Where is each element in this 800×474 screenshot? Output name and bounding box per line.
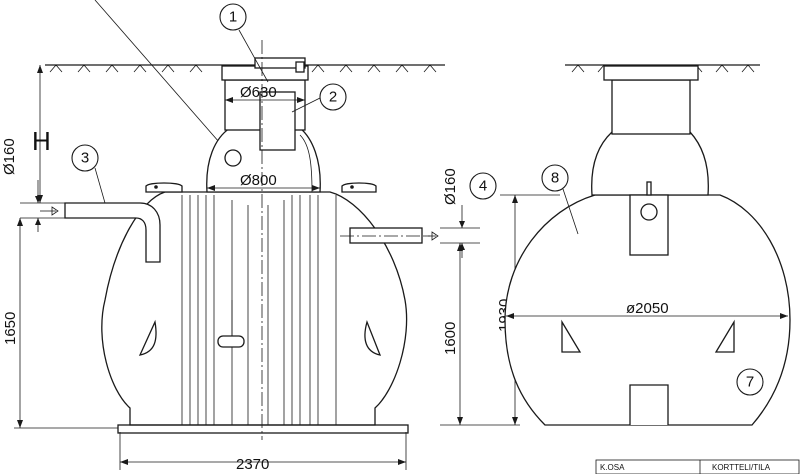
dim-riser-diameter	[225, 97, 305, 103]
title-block	[595, 459, 800, 474]
outlet-height-label: 1600	[442, 322, 459, 355]
dim-height-h	[37, 65, 43, 203]
access-pipe	[259, 91, 296, 151]
dim-inlet-diameter	[20, 180, 70, 232]
lifting-lug-right	[341, 182, 377, 193]
dim-tank-diameter	[506, 313, 788, 319]
dome-pipe-circle	[224, 149, 242, 167]
callout-1: 1	[219, 3, 247, 31]
tank-diameter-label: ø2050	[626, 300, 669, 317]
end-grip-left	[561, 319, 582, 353]
tank-length-label: 2370	[236, 456, 269, 473]
riser-end	[611, 79, 691, 135]
tank-base	[117, 424, 409, 434]
inlet-arrow	[40, 206, 59, 216]
level-device	[217, 300, 245, 348]
callout-7: 7	[736, 368, 764, 396]
ground-line-left	[45, 64, 445, 73]
inlet-pipe	[64, 202, 161, 263]
lid-handle	[295, 61, 305, 73]
dim-tank-length	[119, 432, 407, 470]
dim-inlet-height	[14, 218, 118, 429]
riser-diameter-label: Ø630	[240, 84, 277, 101]
end-base-cutout	[629, 384, 669, 425]
callout-2: 2	[319, 83, 347, 111]
svg-text:2: 2	[329, 89, 337, 106]
riser-collar-end	[603, 65, 699, 81]
callout-3: 3	[71, 144, 99, 172]
leader-callout-1	[94, 0, 234, 159]
svg-text:7: 7	[746, 374, 754, 391]
svg-text:8: 8	[551, 170, 559, 187]
title-block-part: K.OSA	[600, 463, 625, 472]
side-grip-right	[364, 319, 382, 356]
svg-text:4: 4	[479, 178, 487, 195]
svg-text:3: 3	[81, 150, 89, 167]
dim-outlet-height	[440, 243, 520, 426]
inlet-diameter-label: Ø160	[1, 138, 18, 175]
svg-text:1: 1	[229, 9, 237, 26]
dim-dome-diameter	[207, 185, 320, 191]
callout-4: 4	[469, 172, 497, 200]
tank-ribs	[181, 195, 337, 425]
callout-8: 8	[541, 164, 569, 192]
lid-side	[254, 57, 306, 69]
dome-diameter-label: Ø800	[240, 172, 277, 189]
side-grip-left	[138, 319, 157, 356]
title-block-block: KORTTELI/TILA	[712, 463, 771, 472]
outlet-diameter-label: Ø160	[442, 168, 459, 205]
outlet-arrow	[425, 231, 439, 241]
ground-line-right	[565, 64, 760, 73]
end-grip-right	[714, 319, 735, 353]
lifting-lug-left	[145, 182, 183, 193]
inlet-height-label: 1650	[2, 312, 19, 345]
outlet-pipe	[349, 227, 423, 244]
height-symbol: H	[32, 126, 51, 156]
